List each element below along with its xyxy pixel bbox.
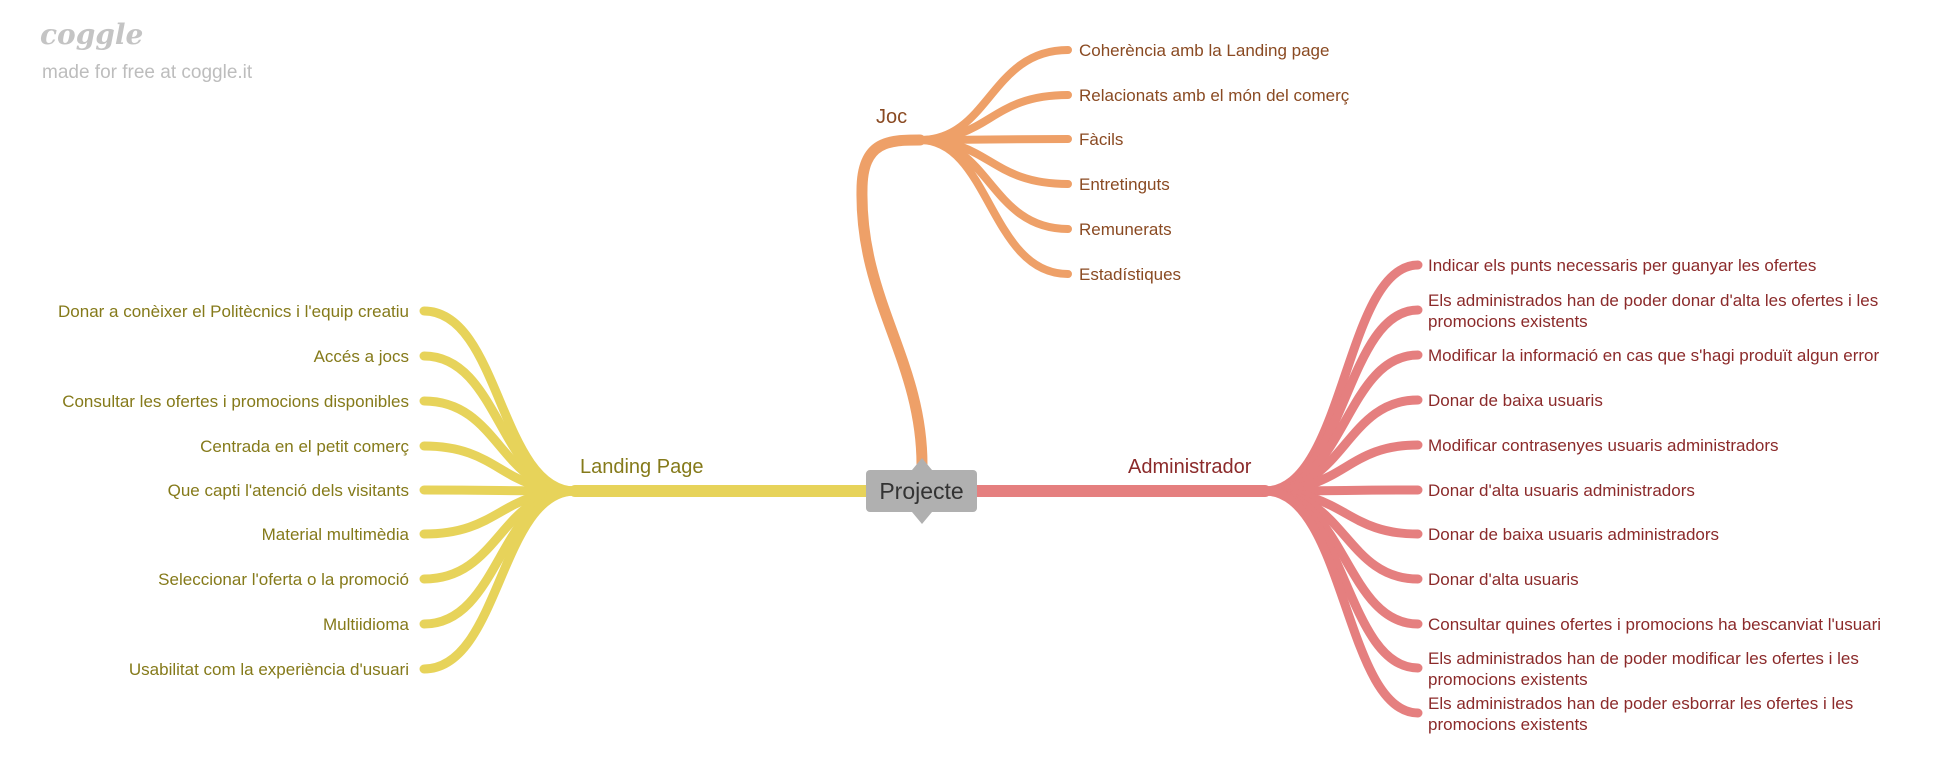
landing-item[interactable]: Donar a conèixer el Politècnics i l'equi… (58, 302, 409, 321)
landing-item[interactable]: Que capti l'atenció dels visitants (167, 481, 409, 500)
landing-item[interactable]: Centrada en el petit comerç (200, 437, 409, 456)
admin-item[interactable]: Donar de baixa usuaris administradors (1428, 525, 1720, 544)
joc-item[interactable]: Relacionats amb el món del comerç (1079, 86, 1350, 105)
admin-item[interactable]: Indicar els punts necessaris per guanyar… (1428, 256, 1817, 275)
joc-item[interactable]: Estadístiques (1079, 265, 1182, 284)
admin-item[interactable]: Els administrados han de poder donar d'a… (1428, 291, 1879, 331)
landing-item[interactable]: Seleccionar l'oferta o la promoció (158, 570, 409, 589)
admin-item[interactable]: Modificar la informació en cas que s'hag… (1428, 346, 1880, 365)
branch-label-landing-page[interactable]: Landing Page (580, 456, 704, 478)
coggle-logo: coggle (40, 18, 144, 51)
root-arrow-up-icon (912, 458, 932, 470)
landing-item[interactable]: Usabilitat com la experiència d'usuari (128, 660, 409, 679)
joc-leaf-connector (916, 136, 1072, 278)
joc-item[interactable]: Remunerats (1079, 220, 1172, 239)
admin-item[interactable]: Consultar quines ofertes i promocions ha… (1428, 615, 1882, 634)
branch-label-joc[interactable]: Joc (876, 106, 908, 128)
landing-item[interactable]: Multiidioma (323, 615, 409, 634)
coggle-tagline: made for free at coggle.it (42, 62, 253, 83)
joc-item[interactable]: Fàcils (1079, 130, 1124, 149)
admin-item[interactable]: Modificar contrasenyes usuaris administr… (1428, 436, 1779, 455)
root-arrow-down-icon (912, 512, 932, 524)
root-node[interactable]: Projecte (866, 470, 977, 512)
admin-item[interactable]: Donar d'alta usuaris (1428, 570, 1579, 589)
admin-item[interactable]: Els administrados han de poder modificar… (1428, 649, 1859, 689)
landing-item[interactable]: Material multimèdia (261, 525, 409, 544)
admin-item[interactable]: Donar d'alta usuaris administradors (1428, 481, 1695, 500)
landing-item[interactable]: Accés a jocs (313, 347, 409, 366)
joc-item[interactable]: Coherència amb la Landing page (1079, 41, 1330, 60)
branch-label-administrador[interactable]: Administrador (1128, 456, 1252, 478)
admin-item[interactable]: Els administrados han de poder esborrar … (1428, 694, 1854, 734)
admin-leaf-connector (1260, 486, 1423, 718)
admin-item[interactable]: Donar de baixa usuaris (1428, 391, 1603, 410)
admin-leaf-connector (1260, 260, 1423, 496)
joc-item[interactable]: Entretinguts (1079, 175, 1170, 194)
joc-main-connector (856, 134, 928, 471)
landing-item[interactable]: Consultar les ofertes i promocions dispo… (62, 392, 409, 411)
landing-leaf-connector (419, 486, 580, 674)
